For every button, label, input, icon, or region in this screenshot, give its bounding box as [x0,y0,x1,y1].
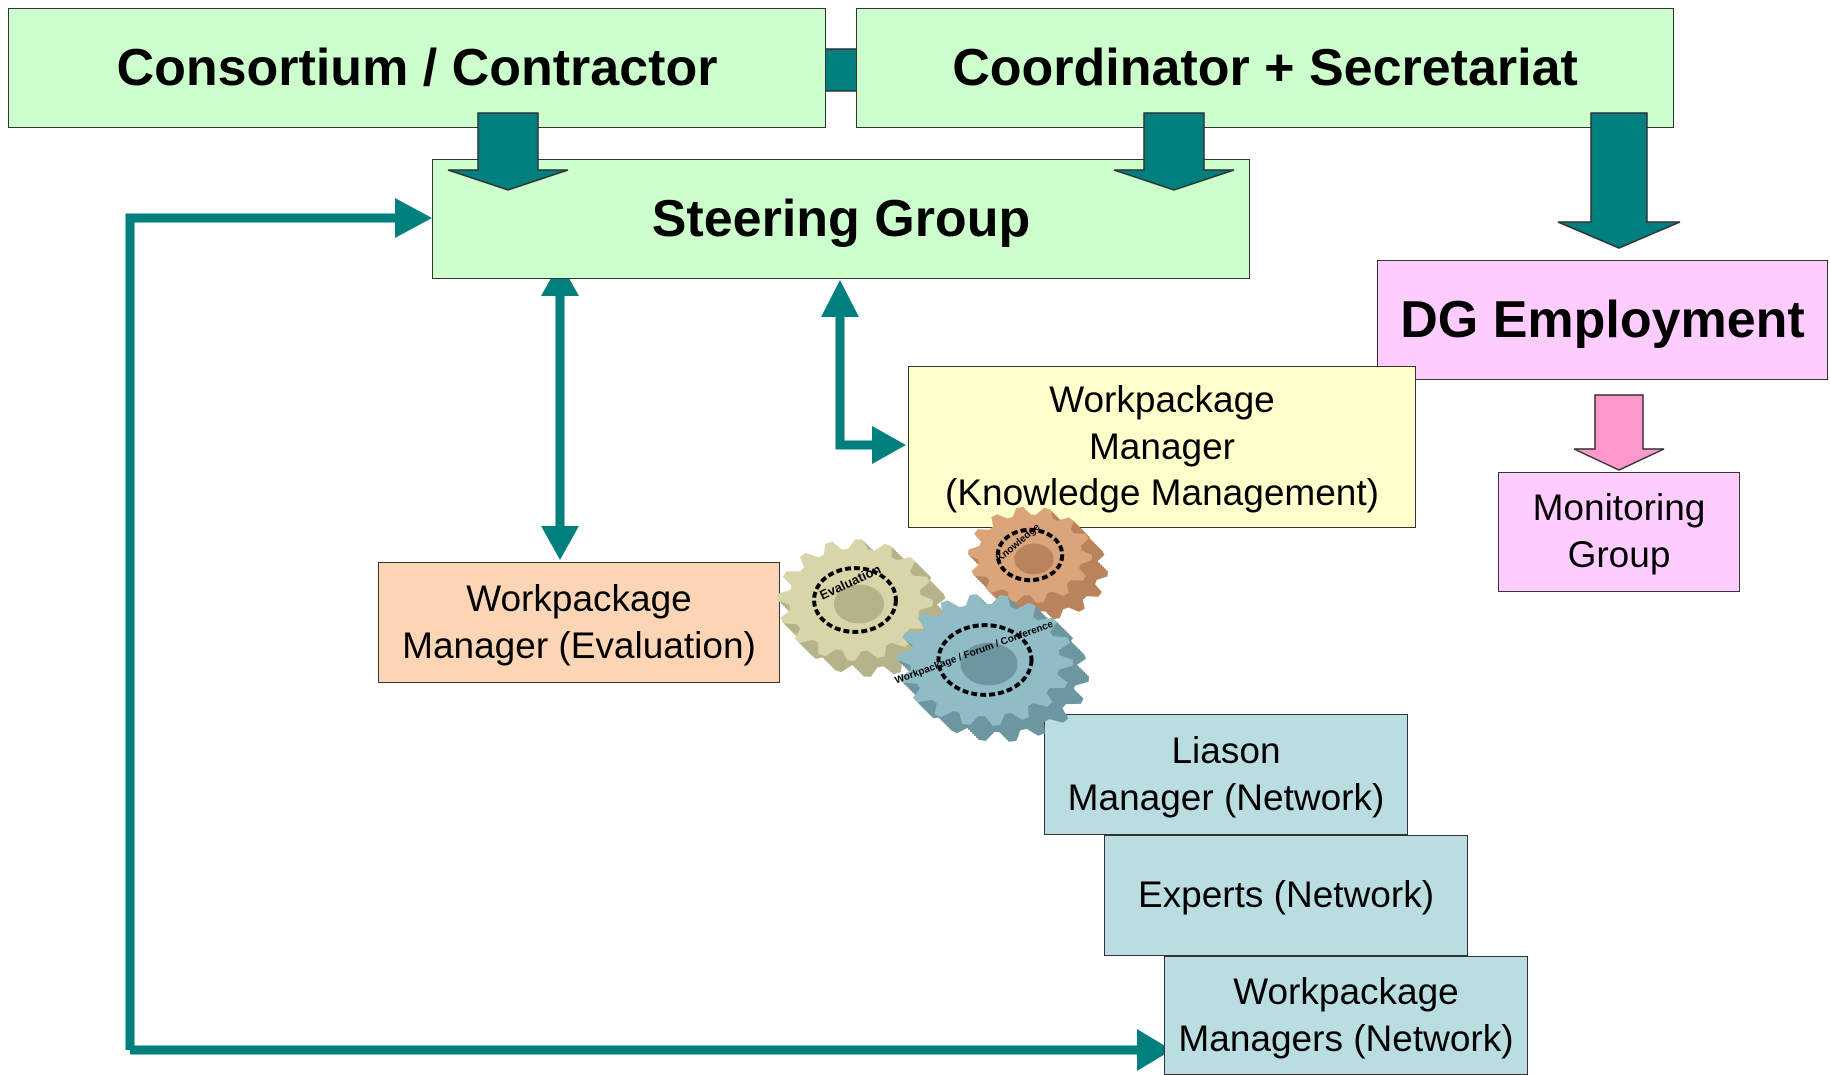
wp-network-line-1: Workpackage [1233,970,1459,1012]
liason-manager-box: Liason Manager (Network) [1044,714,1408,835]
wp-evaluation-box: Workpackage Manager (Evaluation) [378,562,780,683]
experts-label: Experts (Network) [1137,874,1435,915]
experts-box: Experts (Network) [1104,835,1468,956]
coordinator-secretariat-label: Coordinator + Secretariat [952,38,1578,97]
wp-knowledge-box: Workpackage Manager (Knowledge Managemen… [908,366,1416,528]
feedback-loop-arrow [125,198,1172,1071]
wp-knowledge-line-1: Workpackage [1049,378,1275,420]
wp-knowledge-line-2: Manager [1088,425,1235,467]
steering-group-label: Steering Group [651,189,1031,248]
gear-tan-icon [777,539,949,677]
steering-knowledge-arrow [821,280,906,464]
dg-employment-box: DG Employment [1377,260,1828,380]
liason-line-2: Manager (Network) [1067,776,1385,818]
monitoring-group-box: Monitoring Group [1498,472,1740,592]
wp-evaluation-line-2: Manager (Evaluation) [402,624,756,666]
monitoring-line-2: Group [1567,534,1671,575]
consortium-contractor-label: Consortium / Contractor [116,38,718,97]
dg-employment-label: DG Employment [1400,290,1805,349]
coordinator-to-steering-arrow [1113,112,1235,191]
wp-network-line-2: Managers (Network) [1178,1017,1514,1059]
steering-group-box: Steering Group [432,159,1250,279]
coordinator-to-dg-arrow [1557,112,1681,249]
gears-icon [777,506,1108,742]
steering-evaluation-arrow [541,262,579,560]
wp-evaluation-line-1: Workpackage [466,577,692,619]
wp-network-box: Workpackage Managers (Network) [1164,956,1528,1075]
consortium-to-steering-arrow [447,112,569,191]
consortium-contractor-box: Consortium / Contractor [8,8,826,128]
gear-orange-icon [968,506,1108,620]
wp-knowledge-line-3: (Knowledge Management) [945,472,1379,514]
gear-cluster: Evaluation Workpackage / Forum / Confere… [777,506,1108,742]
liason-line-1: Liason [1171,729,1281,771]
monitoring-line-1: Monitoring [1532,487,1706,529]
coordinator-secretariat-box: Coordinator + Secretariat [856,8,1674,128]
gear-blue-icon [897,594,1089,742]
dg-to-monitoring-arrow [1573,394,1665,471]
